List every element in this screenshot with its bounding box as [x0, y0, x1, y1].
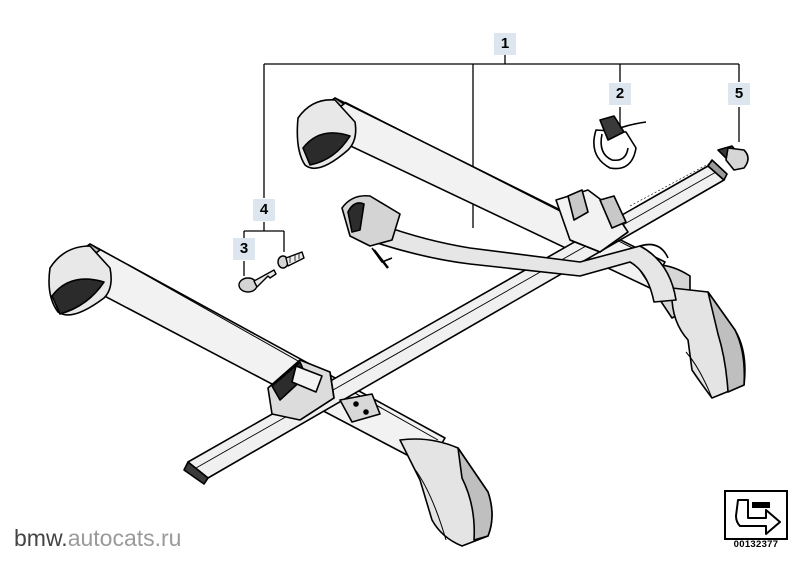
watermark: bmw.autocats.ru: [14, 525, 181, 552]
callout-3: 3: [233, 238, 255, 260]
callout-2: 2: [609, 83, 631, 105]
reference-arrow-icon: [735, 499, 781, 535]
lock-cylinder-part: [277, 251, 305, 269]
callout-5: 5: [728, 83, 750, 105]
watermark-prefix: bmw.: [14, 525, 68, 551]
callout-1: 1: [494, 33, 516, 55]
watermark-suffix: autocats.ru: [67, 525, 182, 551]
rail-clamp-front: [267, 359, 335, 421]
callout-4: 4: [253, 199, 275, 221]
reference-box: [724, 490, 788, 540]
strap-part: [593, 115, 647, 170]
end-cap-part: [717, 145, 749, 171]
rear-crossbar: [296, 97, 746, 399]
frame-holder-arm: [341, 189, 677, 303]
key-part: [238, 269, 277, 293]
reference-number: 00132377: [733, 539, 779, 550]
